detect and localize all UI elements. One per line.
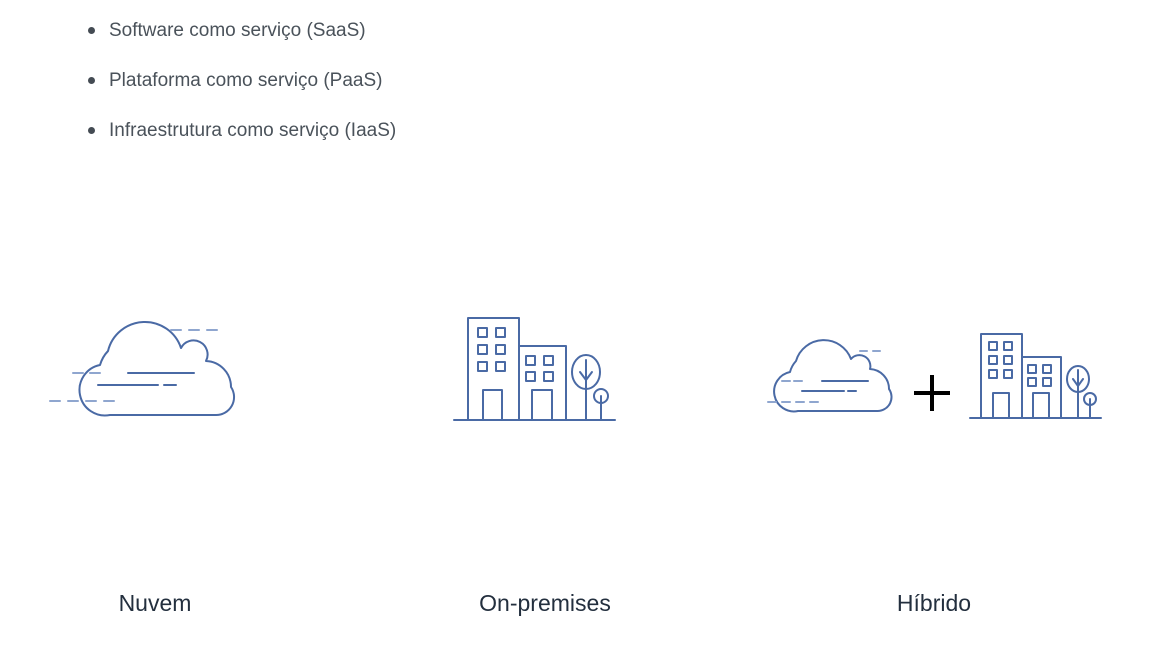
bullet-dot: [88, 27, 95, 34]
service-model-label: Software como serviço (SaaS): [109, 20, 366, 41]
list-item: Plataforma como serviço (PaaS): [88, 66, 396, 116]
cloud-plus-buildings-icon: [767, 333, 1102, 419]
list-item: Software como serviço (SaaS): [88, 16, 396, 66]
service-model-label: Infraestrutura como serviço (IaaS): [109, 120, 397, 141]
list-item: Infraestrutura como serviço (IaaS): [88, 116, 396, 166]
caption-hibrido: Híbrido: [896, 590, 972, 616]
cloud-icon: [49, 320, 236, 417]
service-model-label: Plataforma como serviço (PaaS): [109, 70, 383, 91]
bullet-dot: [88, 127, 95, 134]
buildings-icon: [453, 317, 616, 421]
bullet-dot: [88, 77, 95, 84]
service-model-list: Software como serviço (SaaS) Plataforma …: [88, 16, 396, 166]
caption-nuvem: Nuvem: [118, 590, 192, 616]
plus-icon: [914, 375, 950, 411]
caption-on-premises: On-premises: [479, 590, 611, 616]
